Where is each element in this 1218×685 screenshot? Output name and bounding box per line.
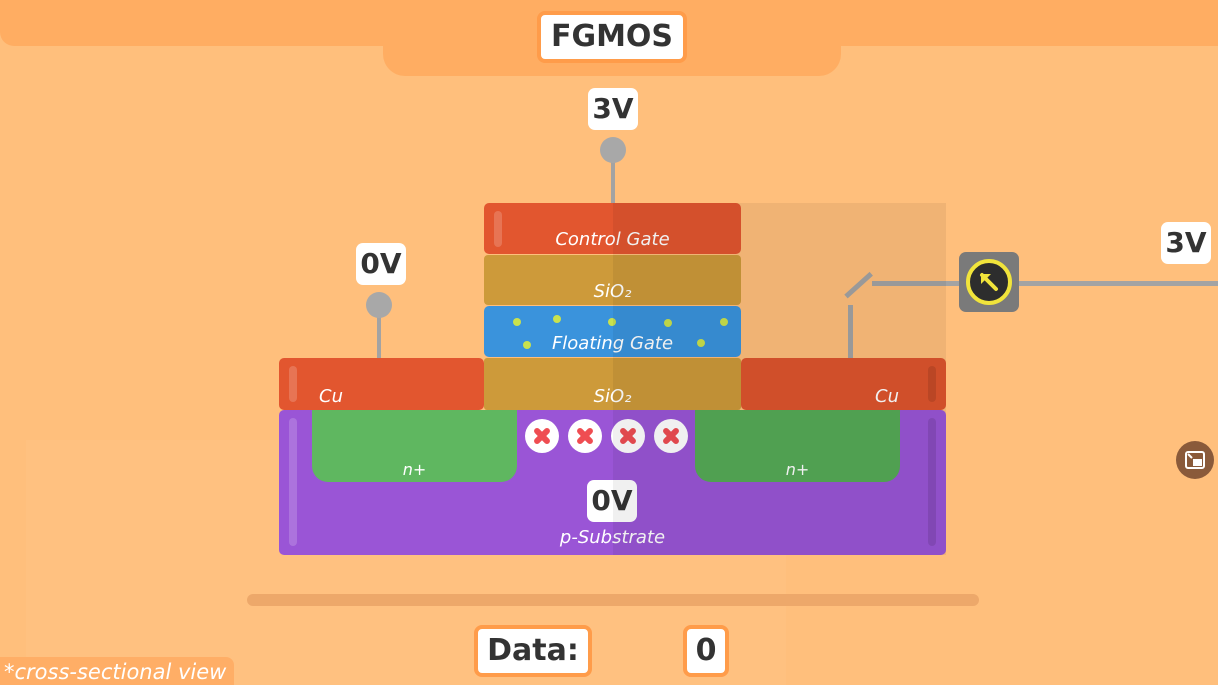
electron xyxy=(608,318,616,326)
layer-shadow xyxy=(928,366,936,402)
n-plus-source-label: n+ xyxy=(402,460,427,479)
source-terminal xyxy=(366,292,392,318)
picture-in-picture-button[interactable] xyxy=(1176,441,1214,479)
channel-blocked-marker xyxy=(525,419,559,453)
floating-gate-label: Floating Gate xyxy=(551,333,674,354)
source-contact-layer: Cu xyxy=(279,358,484,410)
source-contact-label: Cu xyxy=(319,386,343,407)
substrate-voltage-label: 0V xyxy=(587,480,637,522)
floating-gate-layer: Floating Gate xyxy=(484,306,741,357)
n-plus-source-region: n+ xyxy=(312,410,517,482)
channel-blocked-marker xyxy=(611,419,645,453)
control-gate-layer: Control Gate xyxy=(484,203,741,254)
drain-wire-diagonal xyxy=(844,271,873,299)
oxide-bottom-label: SiO₂ xyxy=(593,386,632,407)
oxide-top-label: SiO₂ xyxy=(593,281,632,302)
n-plus-drain-label: n+ xyxy=(785,460,810,479)
layer-highlight xyxy=(289,366,297,402)
channel-blocked-marker xyxy=(568,419,602,453)
data-value: 0 xyxy=(683,625,729,677)
oxide-bottom-layer: SiO₂ xyxy=(484,358,741,410)
electron xyxy=(697,339,705,347)
electron xyxy=(523,341,531,349)
drain-voltage-label: 3V xyxy=(1161,222,1211,264)
layer-highlight xyxy=(289,418,297,546)
control-gate-wire xyxy=(611,160,615,204)
arrow-up-left-icon xyxy=(966,259,1012,305)
p-substrate-label: p-Substrate xyxy=(559,527,666,548)
electron xyxy=(553,315,561,323)
drain-contact-label: Cu xyxy=(875,386,899,407)
picture-in-picture-icon xyxy=(1185,451,1205,469)
oxide-top-layer: SiO₂ xyxy=(484,255,741,305)
footnote: *cross-sectional view xyxy=(0,657,235,685)
drain-switch-button[interactable] xyxy=(959,252,1019,312)
channel-blocked-marker xyxy=(654,419,688,453)
data-label: Data: xyxy=(474,625,592,677)
layer-shadow xyxy=(928,418,936,546)
control-gate-voltage-label: 3V xyxy=(588,88,638,130)
n-plus-drain-region: n+ xyxy=(695,410,900,482)
drain-wire-vertical xyxy=(848,305,853,358)
page-title: FGMOS xyxy=(537,11,687,63)
timeline-track[interactable] xyxy=(247,594,979,606)
electron xyxy=(720,318,728,326)
electron xyxy=(513,318,521,326)
source-voltage-label: 0V xyxy=(356,243,406,285)
drain-wire-horizontal-left xyxy=(872,281,960,286)
layer-highlight xyxy=(494,211,502,247)
electron xyxy=(664,319,672,327)
control-gate-terminal xyxy=(600,137,626,163)
control-gate-label: Control Gate xyxy=(555,229,670,250)
drain-wire-horizontal-right xyxy=(1018,281,1218,286)
drain-contact-layer: Cu xyxy=(741,358,946,410)
source-wire xyxy=(377,315,381,359)
